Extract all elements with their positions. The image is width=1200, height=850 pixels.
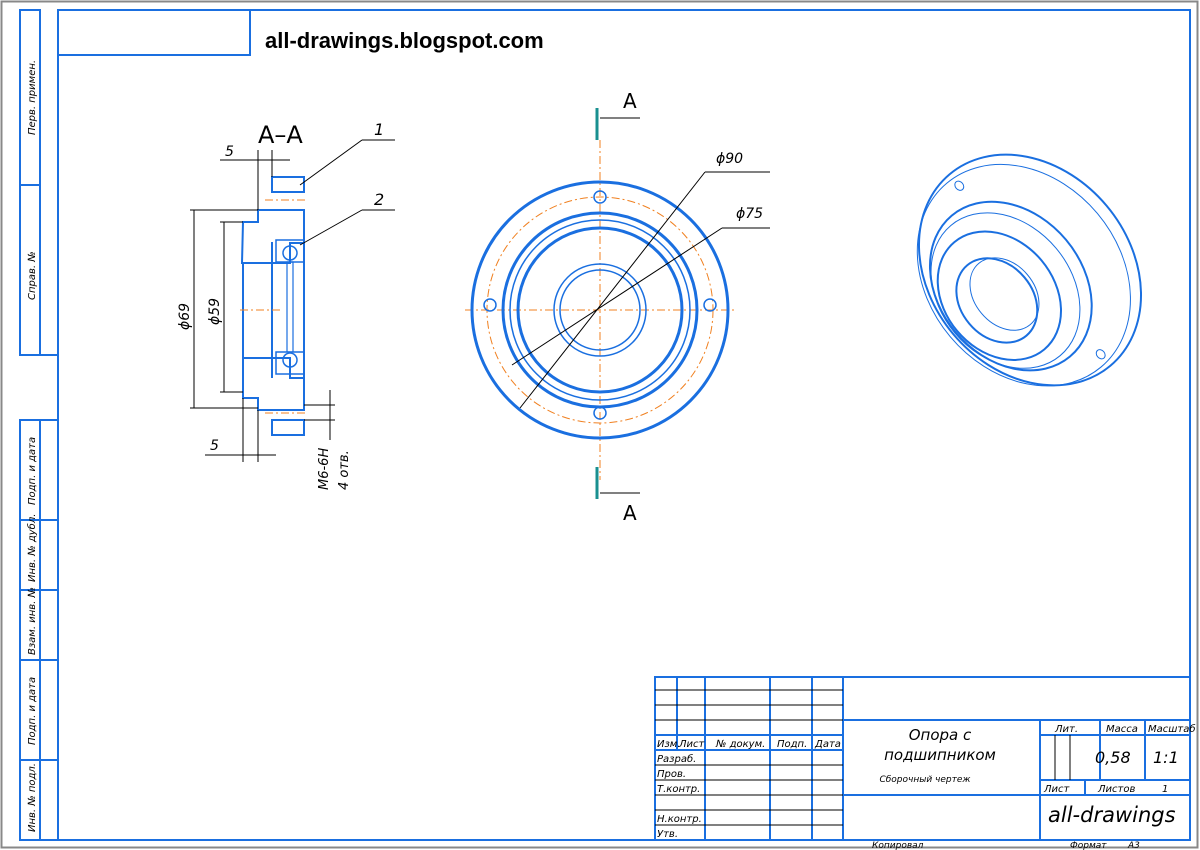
svg-text:Перв. примен.: Перв. примен. xyxy=(27,60,38,135)
svg-text:Инв. № дубл.: Инв. № дубл. xyxy=(26,514,38,582)
svg-text:Опора с: Опора с xyxy=(909,726,972,744)
svg-text:M6-6H: M6-6H xyxy=(317,448,332,490)
svg-text:Подп.: Подп. xyxy=(777,739,807,750)
front-view: ϕ90 ϕ75 A A xyxy=(465,89,770,525)
svg-text:Разраб.: Разраб. xyxy=(657,753,696,765)
svg-text:A–A: A–A xyxy=(258,121,303,149)
svg-text:Лист: Лист xyxy=(1043,784,1071,795)
section-view: A–A 5 5 1 2 ϕ69 ϕ59 M6-6H 4 отв. xyxy=(177,120,395,490)
svg-text:Формат: Формат xyxy=(1070,841,1107,850)
isometric-view xyxy=(916,153,1143,387)
site-watermark: all-drawings.blogspot.com xyxy=(265,28,544,53)
svg-text:0,58: 0,58 xyxy=(1095,748,1131,767)
svg-text:Изм.: Изм. xyxy=(657,739,681,750)
svg-text:Лит.: Лит. xyxy=(1054,724,1078,735)
svg-text:Дата: Дата xyxy=(814,739,841,750)
svg-text:2: 2 xyxy=(374,190,384,209)
svg-text:4 отв.: 4 отв. xyxy=(337,450,352,490)
svg-text:Утв.: Утв. xyxy=(657,829,678,840)
svg-text:Справ. №: Справ. № xyxy=(27,251,38,300)
svg-text:Масштаб: Масштаб xyxy=(1148,723,1196,735)
svg-text:Инв. № подл.: Инв. № подл. xyxy=(27,763,38,832)
svg-text:Пров.: Пров. xyxy=(657,769,686,780)
left-strip-labels: Перв. примен. Справ. № Подп. и дата Инв.… xyxy=(26,60,38,832)
main-frame xyxy=(57,9,1191,841)
svg-text:Масса: Масса xyxy=(1106,724,1138,735)
svg-text:ϕ75: ϕ75 xyxy=(736,206,763,222)
svg-text:A: A xyxy=(623,501,637,525)
svg-text:1: 1 xyxy=(374,120,384,139)
svg-text:Листов: Листов xyxy=(1097,784,1135,795)
svg-text:Взам. инв. №: Взам. инв. № xyxy=(27,587,38,655)
svg-text:Подп. и дата: Подп. и дата xyxy=(27,677,38,745)
svg-text:подшипником: подшипником xyxy=(884,746,996,764)
svg-text:Сборочный чертеж: Сборочный чертеж xyxy=(879,775,971,785)
top-stamp xyxy=(57,9,251,56)
svg-text:ϕ90: ϕ90 xyxy=(716,151,743,167)
svg-text:5: 5 xyxy=(210,438,219,454)
svg-text:5: 5 xyxy=(225,144,234,160)
svg-text:№ докум.: № докум. xyxy=(715,739,765,750)
svg-text:1:1: 1:1 xyxy=(1153,748,1179,767)
svg-text:A3: A3 xyxy=(1127,841,1140,850)
svg-text:all-drawings: all-drawings xyxy=(1048,803,1176,827)
svg-text:1: 1 xyxy=(1162,784,1168,795)
svg-text:Копировал: Копировал xyxy=(872,841,924,850)
svg-text:Т.контр.: Т.контр. xyxy=(657,784,700,795)
svg-text:ϕ69: ϕ69 xyxy=(177,303,193,330)
title-block-text: Изм.Лист № докум.Подп. Дата Разраб.Пров.… xyxy=(657,723,1196,850)
svg-text:A: A xyxy=(623,89,637,113)
svg-text:Н.контр.: Н.контр. xyxy=(657,814,702,825)
title-block xyxy=(654,676,1191,841)
svg-text:ϕ59: ϕ59 xyxy=(207,298,223,325)
svg-text:Лист: Лист xyxy=(678,739,706,750)
left-strip xyxy=(19,9,59,841)
svg-text:Подп. и дата: Подп. и дата xyxy=(27,437,38,505)
